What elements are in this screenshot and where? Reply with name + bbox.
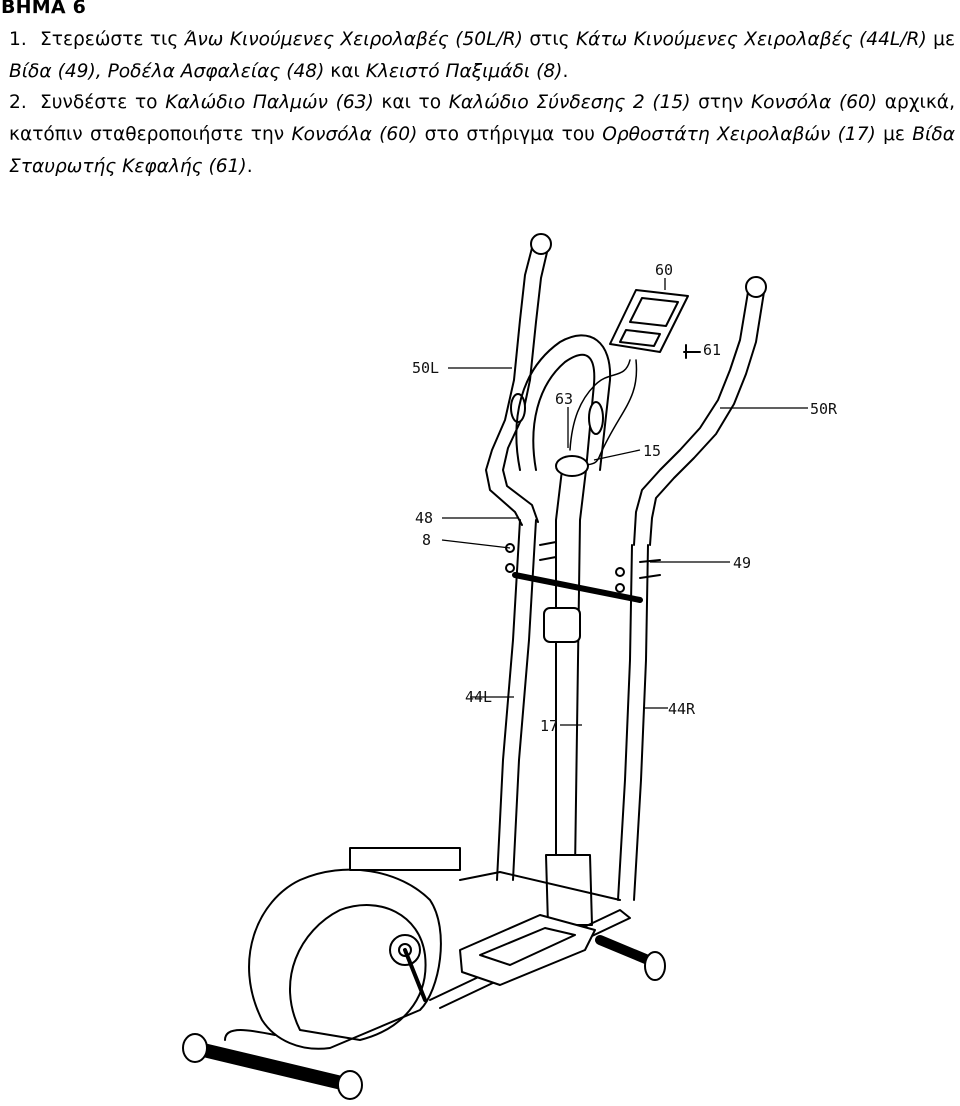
label-15: 15: [643, 442, 661, 460]
text-run: Στερεώστε τις: [40, 29, 185, 50]
label-50L: 50L: [412, 359, 439, 377]
lower-handlebar-right: [617, 544, 633, 901]
lower-handlebar-left: [496, 519, 521, 881]
part-name: Ορθοστάτη Χειρολαβών (17): [602, 124, 876, 145]
label-50R: 50R: [810, 400, 838, 418]
step-number: 1.: [9, 29, 27, 50]
text-run: στις: [522, 29, 576, 50]
part-name: Κάτω Κινούμενες Χειρολαβές (44L/R): [575, 29, 927, 50]
part-name: Κονσόλα (60): [291, 124, 418, 145]
front-stabilizer: [182, 1029, 363, 1100]
bolts: [505, 541, 661, 593]
label-63: 63: [555, 390, 573, 408]
step-1-text: 1. Στερεώστε τις Άνω Κινούμενες Χειρολαβέ…: [9, 24, 955, 88]
text-run: και: [324, 61, 366, 82]
label-60: 60: [655, 261, 673, 279]
crank-arm: [403, 948, 427, 1002]
text-run: .: [562, 61, 569, 82]
text-run: και το: [373, 92, 449, 113]
text-run: στο στήριγμα του: [417, 124, 603, 145]
console: [609, 289, 689, 353]
handlebar-upright: [545, 455, 593, 926]
static-handlebar: [515, 334, 612, 471]
pulse-cable: [569, 359, 631, 451]
label-48: 48: [415, 509, 433, 527]
part-name: Άνω Κινούμενες Χειρολαβές (50L/R): [184, 29, 523, 50]
text-run: με: [875, 124, 913, 145]
part-name: Κονσόλα (60): [750, 92, 878, 113]
label-44R: 44R: [668, 700, 696, 718]
step-2-text: 2. Συνδέστε το Καλώδιο Παλμών (63) και το…: [9, 87, 955, 183]
label-61: 61: [703, 341, 721, 359]
pivot-axle: [512, 572, 643, 603]
part-name: Κλειστό Παξιμάδι (8): [365, 61, 563, 82]
label-44L: 44L: [465, 688, 492, 706]
pedal: [459, 914, 596, 986]
part-name: Βίδα Σταυρωτής Κεφαλής (61): [9, 124, 955, 177]
tension-knob: [543, 607, 581, 643]
part-name: Καλώδιο Παλμών (63): [165, 92, 374, 113]
text-run: Συνδέστε το: [40, 92, 166, 113]
text-run: στην: [690, 92, 751, 113]
label-49: 49: [733, 554, 751, 572]
upper-handlebar-right: [633, 276, 767, 546]
screw-61: [683, 344, 701, 359]
text-run: .: [246, 156, 253, 177]
elliptical-trainer-diagram: 60 61 50L 50R 63 15 48 8 49 44L 17 44R: [182, 233, 838, 1100]
step-number: 2.: [9, 92, 27, 113]
flywheel-housing: [248, 847, 461, 1050]
text-run: με: [926, 29, 956, 50]
upper-handlebar-left: [485, 233, 552, 526]
rear-stabilizer: [595, 935, 666, 981]
page-title: ΒΗΜΑ 6: [1, 0, 87, 18]
label-17: 17: [540, 717, 558, 735]
part-name: Βίδα (49), Ροδέλα Ασφαλείας (48): [9, 61, 325, 82]
text-run: αρχικά, κατόπιν σταθεροποιήστε την: [9, 92, 955, 145]
label-8: 8: [422, 531, 431, 549]
part-name: Καλώδιο Σύνδεσης 2 (15): [448, 92, 691, 113]
